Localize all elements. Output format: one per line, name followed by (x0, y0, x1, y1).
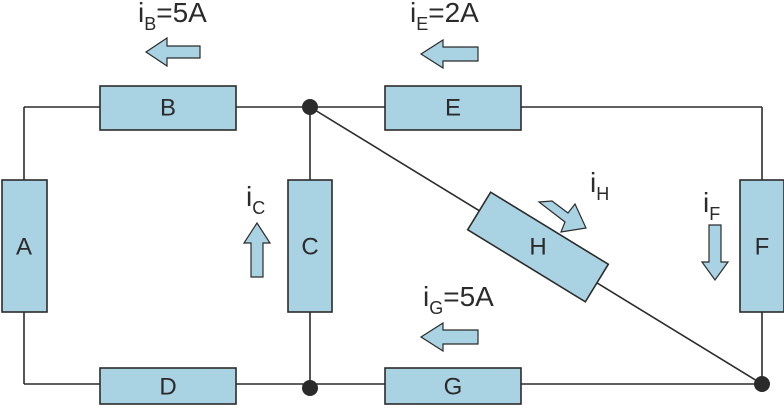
current-b-value: =5A (156, 0, 207, 28)
current-c-symbol: i (246, 181, 252, 212)
current-e-symbol: i (410, 0, 416, 28)
current-g-arrow-left (419, 321, 479, 353)
current-g-label: iG=5A (423, 281, 494, 318)
current-e-value: =2A (428, 0, 479, 28)
current-g-value: =5A (443, 281, 494, 312)
current-f-label: iF (703, 187, 720, 224)
current-b-subscript: B (144, 14, 156, 34)
current-c-subscript: C (252, 198, 265, 218)
resistor-g: G (384, 367, 522, 405)
resistor-h: H (466, 191, 610, 303)
current-c-label: iC (246, 181, 265, 218)
current-c-arrow-up (242, 221, 272, 278)
resistor-d: D (99, 367, 237, 405)
resistor-b-body (99, 85, 237, 131)
resistor-f-label: F (755, 234, 770, 261)
node-top-middle (302, 99, 318, 115)
resistor-e-label: E (445, 95, 461, 122)
resistor-h-body (466, 191, 610, 303)
current-f-arrow-down (700, 224, 730, 282)
current-h-symbol: i (590, 167, 596, 198)
current-f-subscript: F (709, 204, 720, 224)
current-e-subscript: E (416, 14, 428, 34)
resistor-e-body (384, 85, 522, 131)
node-bottom-right (754, 376, 770, 392)
resistor-a-body (1, 179, 48, 313)
current-h-subscript: H (596, 184, 609, 204)
wires (23, 106, 763, 385)
resistor-g-body (384, 367, 522, 405)
current-e-label: iE=2A (410, 0, 479, 34)
current-e-arrow-left (419, 38, 479, 70)
resistor-b-label: B (160, 95, 176, 122)
resistor-c-label: C (301, 234, 318, 261)
node-bottom-middle (302, 380, 318, 396)
current-h-label: iH (590, 167, 609, 204)
current-b-symbol: i (138, 0, 144, 28)
current-h-arrow-diagonal (537, 200, 587, 233)
resistor-d-body (99, 367, 237, 405)
current-b-label: iB=5A (138, 0, 207, 34)
resistor-b: B (99, 85, 237, 131)
current-b-arrow-left (144, 36, 201, 68)
resistor-e: E (384, 85, 522, 131)
current-f-symbol: i (703, 187, 709, 218)
resistor-h-label: H (529, 234, 546, 261)
resistor-c-body (287, 179, 333, 313)
current-g-subscript: G (429, 298, 443, 318)
resistor-c: C (287, 179, 333, 313)
resistor-f: F (739, 179, 784, 313)
resistor-d-label: D (159, 374, 176, 401)
current-g-symbol: i (423, 281, 429, 312)
resistor-g-label: G (444, 374, 463, 401)
resistor-a: A (1, 179, 48, 313)
resistor-a-label: A (16, 234, 32, 261)
resistor-f-body (739, 179, 784, 313)
